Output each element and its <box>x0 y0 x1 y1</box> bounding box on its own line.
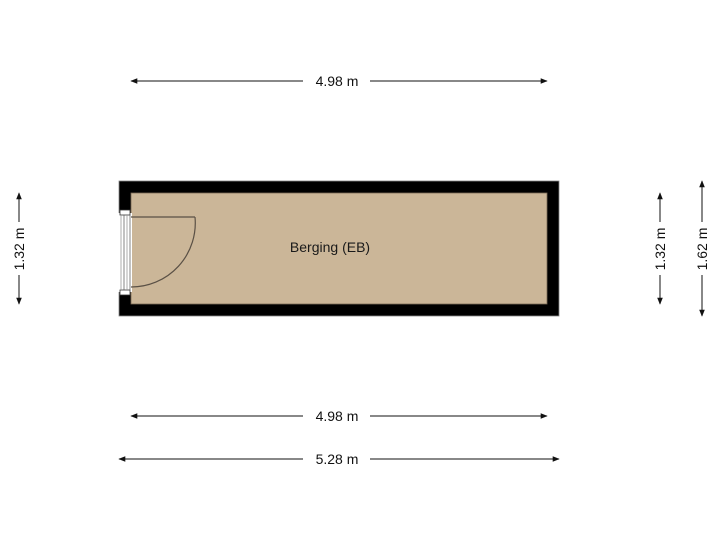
dimension-top-width: 4.98 m <box>130 73 548 89</box>
svg-text:1.32 m: 1.32 m <box>11 228 27 271</box>
dimension-bottom-inner-width: 4.98 m <box>130 408 548 424</box>
room-walls <box>118 180 560 317</box>
room-floor[interactable] <box>130 192 548 305</box>
svg-text:1.32 m: 1.32 m <box>652 228 668 271</box>
dimension-left-height: 1.32 m <box>11 192 27 305</box>
svg-text:4.98 m: 4.98 m <box>316 73 359 89</box>
svg-text:5.28 m: 5.28 m <box>316 451 359 467</box>
dimension-bottom-outer-width: 5.28 m <box>118 451 560 467</box>
svg-text:4.98 m: 4.98 m <box>316 408 359 424</box>
room-label: Berging (EB) <box>290 239 370 255</box>
door[interactable] <box>118 209 196 296</box>
dimension-right-outer-height: 1.62 m <box>694 180 710 317</box>
dimension-right-inner-height: 1.32 m <box>652 192 668 305</box>
svg-text:1.62 m: 1.62 m <box>694 228 710 271</box>
